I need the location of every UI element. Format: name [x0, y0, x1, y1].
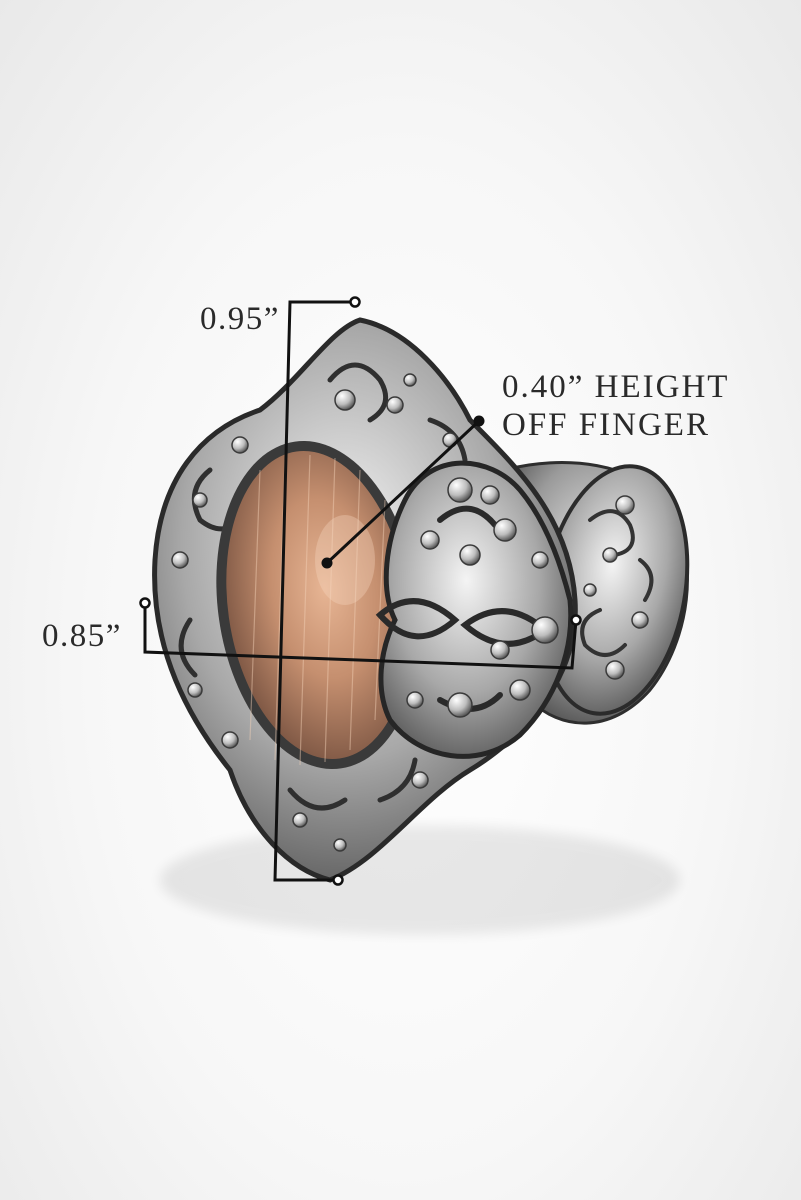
off-finger-height-line2: OFF FINGER [502, 407, 710, 443]
butterfly-ornament [375, 460, 574, 759]
ring-shadow [160, 825, 680, 935]
width-dimension-label: 0.85” [42, 618, 122, 654]
off-finger-measure-line [325, 419, 481, 565]
off-finger-height-line1: 0.40” HEIGHT [502, 369, 730, 405]
height-top-marker [349, 296, 361, 308]
dimension-lines [143, 300, 578, 882]
off-finger-outer-marker [473, 415, 485, 427]
width-measure-line [143, 603, 578, 670]
height-measure-line [273, 300, 355, 882]
height-dimension-label: 0.95” [200, 301, 280, 337]
off-finger-inner-marker [321, 557, 333, 569]
height-bottom-marker [332, 874, 344, 886]
dimension-markers [139, 296, 582, 886]
width-left-marker [139, 597, 151, 609]
width-right-marker [570, 614, 582, 626]
off-finger-height-label: 0.40” HEIGHT OFF FINGER [502, 368, 729, 444]
